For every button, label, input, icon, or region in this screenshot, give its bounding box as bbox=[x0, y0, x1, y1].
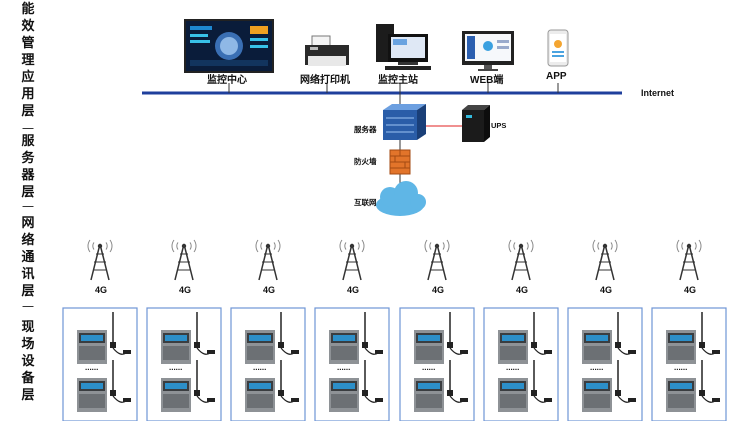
smartphone-icon bbox=[547, 29, 569, 67]
cloud-icon bbox=[376, 181, 426, 216]
device-label-web: WEB端 bbox=[470, 75, 504, 86]
device-label-network-printer: 网络打印机 bbox=[300, 75, 350, 86]
cloud-label: 互联网 bbox=[354, 198, 377, 207]
field-device-box bbox=[230, 307, 306, 421]
firewall-label: 防火墙 bbox=[354, 157, 377, 166]
layer-label-network: 网络通讯层 bbox=[21, 215, 35, 298]
field-device-box bbox=[314, 307, 390, 421]
field-device-box bbox=[62, 307, 138, 421]
cell-tower-icon bbox=[676, 239, 702, 281]
meter-ellipsis: ...... bbox=[253, 363, 267, 372]
meter-ellipsis: ...... bbox=[506, 363, 520, 372]
energy-meter-icon bbox=[582, 312, 636, 364]
tower-label-4g: 4G bbox=[516, 285, 529, 295]
field-device-box bbox=[651, 307, 727, 421]
device-label-app: APP bbox=[546, 71, 567, 82]
energy-meter-icon bbox=[161, 312, 215, 364]
meter-ellipsis: ...... bbox=[674, 363, 688, 372]
energy-meter-icon bbox=[77, 312, 131, 364]
field-device-box bbox=[399, 307, 475, 421]
cell-tower-icon bbox=[171, 239, 197, 281]
energy-meter-icon bbox=[161, 360, 215, 412]
meter-ellipsis: ...... bbox=[169, 363, 183, 372]
tower-label-4g: 4G bbox=[263, 285, 276, 295]
printer-icon bbox=[305, 35, 349, 66]
energy-meter-icon bbox=[329, 360, 383, 412]
layer-divider: 一 bbox=[21, 122, 34, 136]
energy-meter-icon bbox=[245, 312, 299, 364]
web-monitor-icon bbox=[462, 31, 514, 71]
field-device-box bbox=[567, 307, 643, 421]
energy-meter-icon bbox=[582, 360, 636, 412]
layer-label-field-device: 现场设备层 bbox=[21, 319, 35, 402]
meter-ellipsis: ...... bbox=[337, 363, 351, 372]
energy-meter-icon bbox=[498, 312, 552, 364]
meter-ellipsis: ...... bbox=[422, 363, 436, 372]
layer-label-application: 能效管理应用层 bbox=[21, 1, 35, 118]
internet-label: Internet bbox=[641, 88, 675, 98]
ups-icon bbox=[462, 105, 490, 142]
tower-label-4g: 4G bbox=[684, 285, 697, 295]
energy-meter-icon bbox=[329, 312, 383, 364]
layer-divider: 一 bbox=[21, 200, 34, 214]
tower-label-4g: 4G bbox=[432, 285, 445, 295]
server-icon bbox=[383, 104, 426, 140]
energy-meter-icon bbox=[666, 312, 720, 364]
tower-label-4g: 4G bbox=[95, 285, 108, 295]
energy-meter-icon bbox=[498, 360, 552, 412]
ups-label: UPS bbox=[491, 121, 507, 130]
tower-row bbox=[87, 239, 702, 281]
cell-tower-icon bbox=[87, 239, 113, 281]
monitor-dashboard-icon bbox=[184, 19, 274, 73]
energy-meter-icon bbox=[666, 360, 720, 412]
server-label: 服务器 bbox=[354, 125, 377, 134]
cell-tower-icon bbox=[255, 239, 281, 281]
meter-ellipsis: ...... bbox=[85, 363, 99, 372]
workstation-icon bbox=[376, 24, 431, 70]
layer-label-server: 服务器层 bbox=[21, 133, 35, 199]
tower-label-4g: 4G bbox=[179, 285, 192, 295]
energy-meter-icon bbox=[414, 312, 468, 364]
energy-meter-icon bbox=[77, 360, 131, 412]
device-label-master-station: 监控主站 bbox=[378, 75, 418, 86]
cell-tower-icon bbox=[508, 239, 534, 281]
cell-tower-icon bbox=[424, 239, 450, 281]
device-box-row bbox=[62, 307, 727, 421]
energy-meter-icon bbox=[414, 360, 468, 412]
meter-ellipsis: ...... bbox=[590, 363, 604, 372]
energy-meter-icon bbox=[245, 360, 299, 412]
firewall-icon bbox=[389, 149, 411, 175]
field-device-box bbox=[146, 307, 222, 421]
tower-label-4g: 4G bbox=[347, 285, 360, 295]
device-label-monitoring-center: 监控中心 bbox=[207, 75, 247, 86]
tower-label-4g: 4G bbox=[600, 285, 613, 295]
cell-tower-icon bbox=[339, 239, 365, 281]
layer-divider: 一 bbox=[21, 300, 34, 314]
field-device-box bbox=[483, 307, 559, 421]
cell-tower-icon bbox=[592, 239, 618, 281]
